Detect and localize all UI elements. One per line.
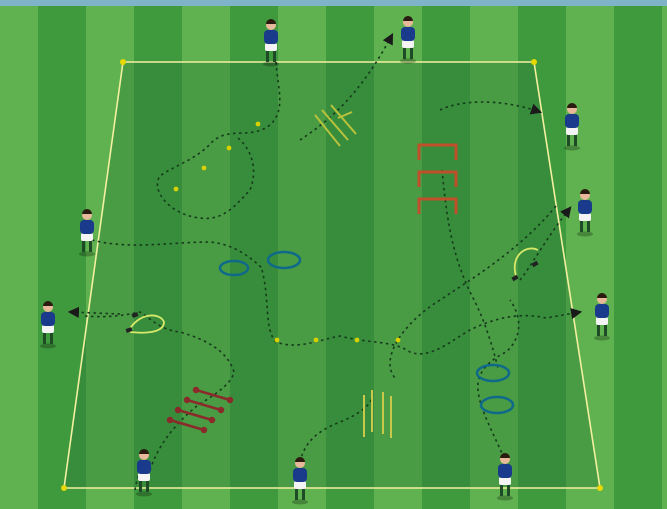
top-edge (0, 0, 667, 6)
cone-icon (256, 122, 261, 127)
cone-icon (202, 166, 207, 171)
pitch-stripe (614, 0, 662, 509)
corner-cone-tl (120, 59, 126, 65)
pitch-stripe (0, 0, 38, 509)
corner-cone-br (597, 485, 603, 491)
cone-icon (227, 146, 232, 151)
cone-icon (355, 338, 360, 343)
cone-icon (396, 338, 401, 343)
corner-cone-bl (61, 485, 67, 491)
cone-icon (174, 187, 179, 192)
cone-icon (314, 338, 319, 343)
corner-cone-tr (531, 59, 537, 65)
cone-icon (275, 338, 280, 343)
training-area (64, 62, 600, 488)
pitch-stripe (662, 0, 667, 509)
